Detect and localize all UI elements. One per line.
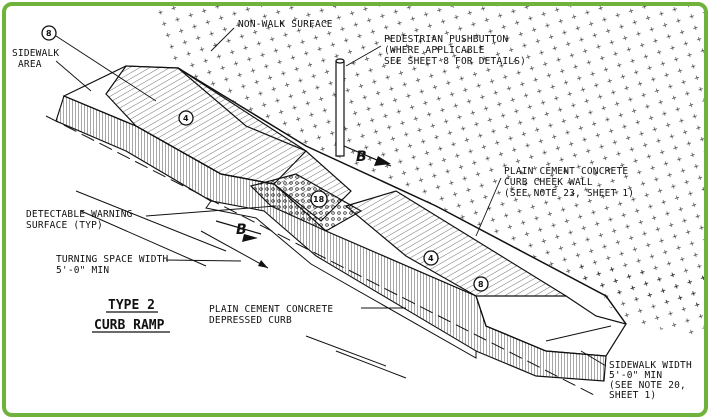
section-b-bottom-arrow xyxy=(242,234,258,242)
label-sidewalk-1: SIDEWALK xyxy=(12,48,59,59)
leader-sidewalk-width xyxy=(580,350,607,367)
diagram-title-line1: TYPE 2 xyxy=(108,298,155,313)
label-warning-2: SURFACE (TYP) xyxy=(26,220,103,231)
label-depressed-1: PLAIN CEMENT CONCRETE xyxy=(209,304,333,315)
label-sidewalk-width-2: 5'-0" MIN xyxy=(609,370,662,381)
section-b-bottom-line xyxy=(215,220,262,235)
label-sidewalk-width-4: SHEET 1) xyxy=(609,390,656,401)
label-turning-2: 5'-0" MIN xyxy=(56,265,109,276)
pushbutton-pole xyxy=(335,60,345,157)
sidewalk-width-dim xyxy=(545,325,612,342)
label-pushbutton-2: (WHERE APPLICABLE xyxy=(384,45,485,56)
svg-text:4: 4 xyxy=(428,254,434,263)
svg-text:8: 8 xyxy=(478,280,484,289)
label-cheek-3: (SEE NOTE 23, SHEET 1) xyxy=(504,188,634,199)
svg-text:4: 4 xyxy=(183,114,189,123)
section-b-top: B xyxy=(356,149,367,165)
label-turning-1: TURNING SPACE WIDTH xyxy=(56,254,169,265)
diagram-title-line2: CURB RAMP xyxy=(94,318,165,333)
non-walk-surface-lower-right xyxy=(566,261,704,336)
turning-space-arrow-end xyxy=(258,260,268,268)
callout-8-right: 8 xyxy=(473,276,489,292)
callout-8-top: 8 xyxy=(41,25,157,102)
turning-space-dim xyxy=(200,230,269,269)
label-cheek-1: PLAIN CEMENT CONCRETE xyxy=(504,166,628,177)
callout-18: 18 xyxy=(310,190,328,208)
label-depressed-2: DEPRESSED CURB xyxy=(209,315,292,326)
leader-pushbutton xyxy=(345,45,382,67)
gutter-line-1 xyxy=(45,115,597,397)
leader-warning xyxy=(145,205,277,217)
non-walk-surface xyxy=(156,6,704,306)
section-b-bottom: B xyxy=(236,222,247,238)
label-sidewalk-2: AREA xyxy=(18,59,42,70)
leader-non-walk xyxy=(210,27,235,52)
label-sidewalk-width-3: (SEE NOTE 20, xyxy=(609,380,686,391)
label-warning-1: DETECTABLE WARNING xyxy=(26,209,133,220)
callout-4-right: 4 xyxy=(423,250,439,266)
curb-ramp-diagram: + ' B B xyxy=(12,6,704,401)
leader-cheek xyxy=(475,177,502,237)
gutter-line-3 xyxy=(80,210,207,267)
curb-cheek-wall xyxy=(177,67,627,325)
svg-text:18: 18 xyxy=(313,195,325,204)
label-sidewalk-width-1: SIDEWALK WIDTH xyxy=(609,360,692,371)
pushbutton-cap xyxy=(335,58,345,64)
gutter-line-5 xyxy=(335,350,407,379)
gutter-line-4 xyxy=(305,335,387,367)
section-b-top-arrow xyxy=(374,156,391,166)
label-pushbutton-1: PEDESTRIAN PUSHBUTTON xyxy=(384,34,508,45)
gutter-line-2 xyxy=(75,190,227,252)
depressed-curb xyxy=(205,200,477,359)
label-non-walk: NON-WALK SURFACE xyxy=(238,19,333,30)
callout-4-left: 4 xyxy=(178,110,194,126)
leader-turning xyxy=(165,259,242,262)
label-pushbutton-3: SEE SHEET 8 FOR DETAILS) xyxy=(384,56,526,67)
label-cheek-2: CURB CHEEK WALL xyxy=(504,177,593,188)
leader-sidewalk xyxy=(55,60,92,92)
svg-text:8: 8 xyxy=(46,29,52,38)
